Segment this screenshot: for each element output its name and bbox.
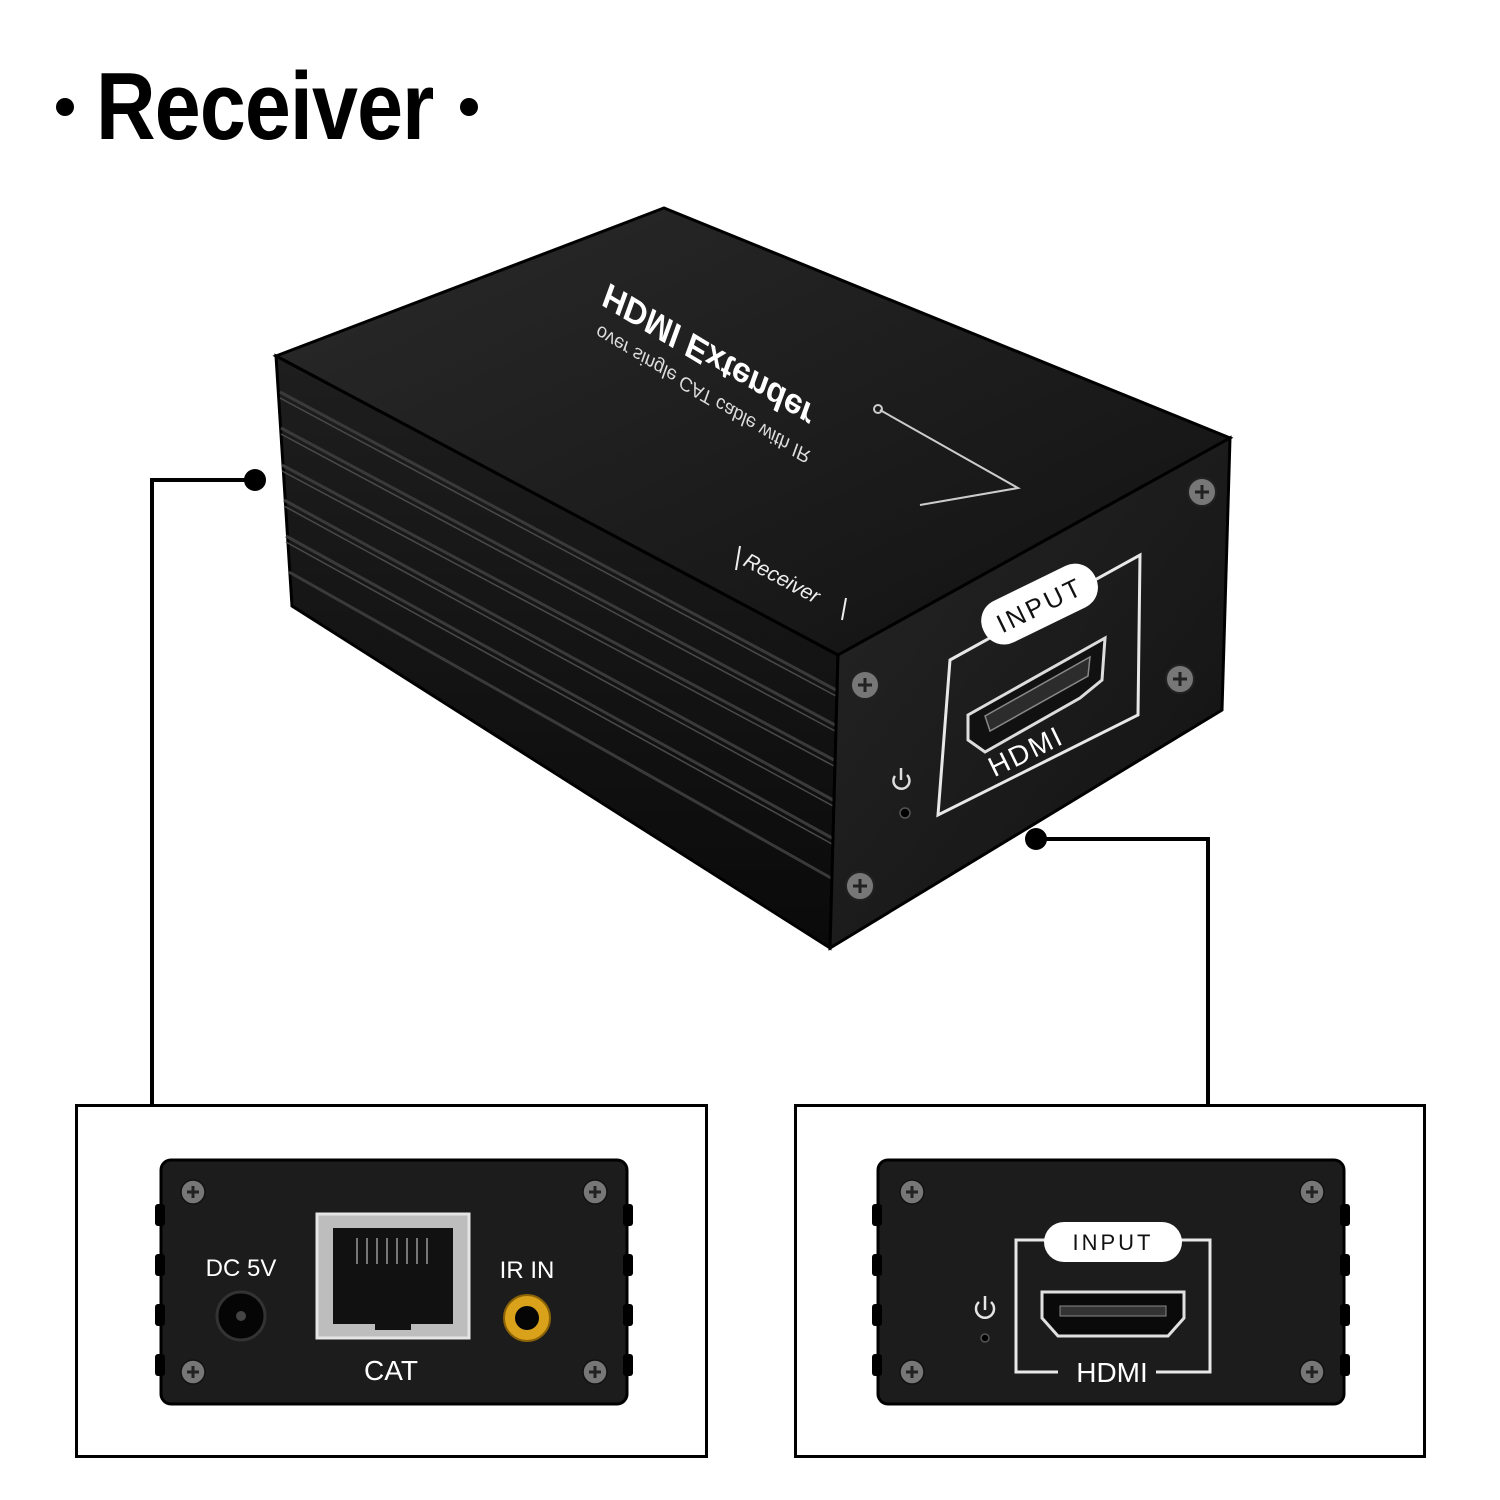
hdmi-bracket-frame <box>1014 1238 1212 1374</box>
input-tab <box>1044 1222 1182 1262</box>
callout-line-right <box>1036 837 1210 1104</box>
device-side-fin-highlights <box>279 397 837 845</box>
callout-dot-left <box>244 469 266 491</box>
top-decor-line <box>879 409 1021 506</box>
input-tab-label: INPUT <box>1073 1230 1154 1255</box>
power-led <box>980 1333 990 1343</box>
dc-label: DC 5V <box>206 1255 277 1282</box>
cat-label: CAT <box>364 1355 418 1386</box>
top-decor-dot <box>873 404 883 414</box>
callout-line-left <box>150 478 255 1104</box>
hdmi-label: HDMI <box>1076 1357 1148 1388</box>
page-title: Receiver <box>96 53 434 160</box>
bullet-left-icon <box>56 98 74 116</box>
callout-dot-right <box>1025 828 1047 850</box>
ir-label: IR IN <box>500 1257 555 1284</box>
power-icon <box>892 768 911 790</box>
power-icon <box>974 1296 996 1319</box>
rear-panel: DC 5V CAT IR IN <box>155 1158 633 1406</box>
power-led <box>899 807 911 819</box>
bullet-right-icon <box>460 98 479 116</box>
input-tab <box>981 563 1098 645</box>
front-panel: INPUT HDMI <box>872 1158 1350 1406</box>
device-side-fins <box>279 390 837 880</box>
front-panel-body <box>876 1158 1346 1406</box>
screw-icon <box>899 1179 1325 1385</box>
page-header: Receiver <box>56 52 479 162</box>
